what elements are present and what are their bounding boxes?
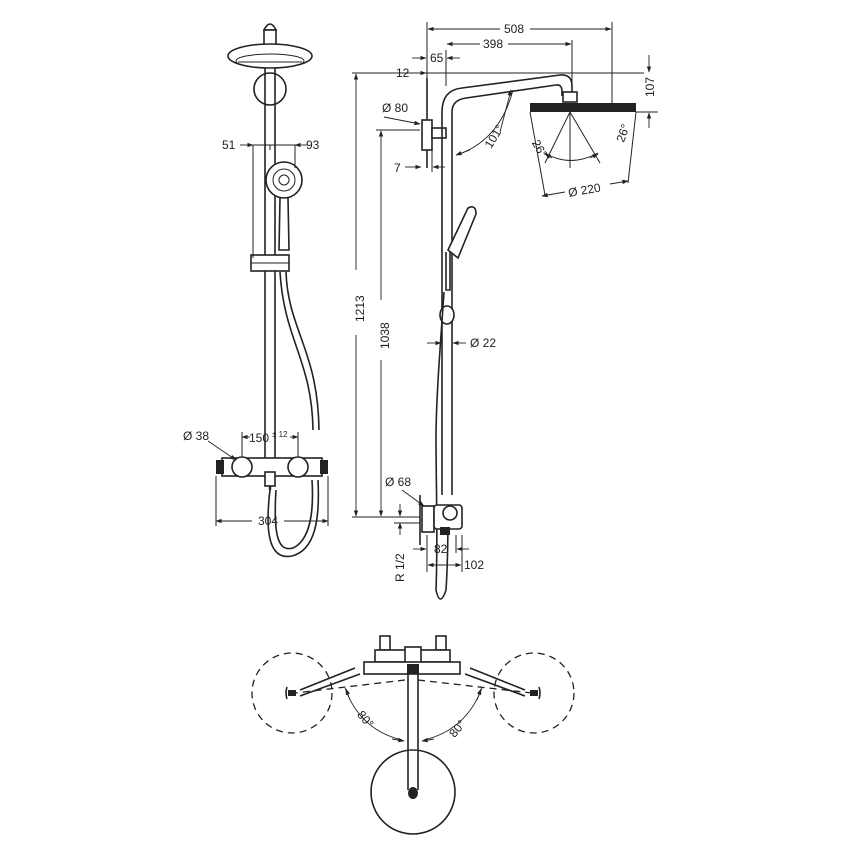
upper-bracket-arm xyxy=(431,127,447,139)
thermostat-outlet xyxy=(264,471,276,487)
dim-label-65: 65 xyxy=(430,51,444,65)
dim-label-rosette-diameter: Ø 68 xyxy=(385,475,411,489)
plan-outlet-block xyxy=(407,664,419,674)
dim-label-82: 82 xyxy=(434,542,448,556)
ext-line-220-right xyxy=(627,111,637,184)
dim-label-107: 107 xyxy=(643,77,657,97)
riser-cap xyxy=(262,23,278,31)
thermostat-outlet-side xyxy=(440,527,450,535)
tilt-arrow-left xyxy=(544,153,553,159)
thermostat-handle-right xyxy=(287,456,309,478)
thermostat-rosette-side xyxy=(421,505,435,533)
shower-arm-inner xyxy=(451,84,563,113)
angle-label-arm: 101° xyxy=(482,122,507,151)
thermostat-left-cap xyxy=(216,460,224,474)
angle-label-tilt-right: 26° xyxy=(613,122,632,144)
plan-head-left-joint xyxy=(288,690,296,696)
dim-label-398: 398 xyxy=(483,37,503,51)
plan-arrow-right-bottom xyxy=(421,737,435,743)
hand-shower-spray-face xyxy=(272,168,296,192)
dim-label-508: 508 xyxy=(504,22,524,36)
dim-arrow-220-left xyxy=(541,191,566,198)
thermostat-handle-left xyxy=(231,456,253,478)
dim-label-thread: R 1/2 xyxy=(393,553,407,582)
dim-label-head-diameter: Ø 220 xyxy=(567,180,602,200)
plan-head-center-hub xyxy=(408,787,418,799)
angle-label-tilt-left: 26° xyxy=(529,137,550,160)
dim-label-handle-diameter: Ø 38 xyxy=(183,429,209,443)
leader-handle-diameter xyxy=(207,440,237,461)
plan-arrow-left-top xyxy=(345,688,351,701)
leader-rosette-diameter xyxy=(401,489,425,507)
dim-label-102: 102 xyxy=(464,558,484,572)
dim-label-150-tolerance: ± 12 xyxy=(272,430,288,439)
side-view: 26° 26° Ø 220 101° 508 398 65 12 1 xyxy=(352,22,658,600)
plan-head-left-dashed xyxy=(251,652,333,734)
plan-thermostat-stub-left xyxy=(379,635,391,651)
dim-label-93: 93 xyxy=(306,138,320,152)
thermostat-handle-side xyxy=(442,505,458,521)
plan-thermostat-stub-right xyxy=(435,635,447,651)
plan-view: 80° 80° xyxy=(251,635,575,835)
dim-label-51: 51 xyxy=(222,138,236,152)
ext-line-220-left xyxy=(529,111,546,196)
dim-label-wall-gap: 7 xyxy=(394,161,401,175)
plan-swing-arc-left xyxy=(344,687,403,741)
shower-arm-outer xyxy=(441,74,573,113)
hand-shower-handle xyxy=(278,197,290,251)
shower-hose-front-a xyxy=(285,271,320,431)
hand-shower-holder xyxy=(445,252,451,291)
plan-head-right-dashed xyxy=(493,652,575,734)
shower-hose-front-b xyxy=(279,271,314,431)
plan-head-right-hub xyxy=(538,686,541,700)
dim-label-304: 304 xyxy=(258,514,278,528)
dim-arrow-220-right xyxy=(609,179,629,185)
shower-head-nozzle-face xyxy=(235,53,305,69)
upper-wall-bracket xyxy=(421,119,433,151)
tilt-arrow-right xyxy=(589,153,599,159)
shower-hose-side xyxy=(435,291,449,600)
dim-label-12: 12 xyxy=(396,66,410,80)
hand-shower-center xyxy=(278,174,290,186)
plan-left-arm-dashed xyxy=(294,679,406,694)
dim-label-pipe-diameter: Ø 22 xyxy=(470,336,496,350)
shower-hose-loop-b xyxy=(274,479,314,550)
leader-flange-diameter xyxy=(383,116,421,126)
hand-shower-head-front xyxy=(265,161,303,199)
head-swivel-joint xyxy=(562,91,578,103)
hand-shower-side xyxy=(447,206,477,260)
dim-label-1038: 1038 xyxy=(378,322,392,349)
dim-label-1213: 1213 xyxy=(353,295,367,322)
plan-head-right-joint xyxy=(530,690,538,696)
thermostat-right-cap xyxy=(320,460,328,474)
plan-head-left-hub xyxy=(285,686,288,700)
tilt-arc xyxy=(544,152,599,161)
overhead-shower-head-side xyxy=(530,103,636,112)
dim-label-150: 150 xyxy=(249,431,269,445)
plan-arrow-left-bottom xyxy=(391,737,405,743)
plan-arrow-right-top xyxy=(476,688,482,701)
angle-label-swing-right: 80° xyxy=(446,717,469,740)
plan-head-center xyxy=(370,749,456,835)
arm-angle-arrow-top xyxy=(499,89,512,133)
plan-left-arm-outer xyxy=(299,667,361,697)
shower-hose-loop-a xyxy=(267,479,320,558)
arm-angle-arrow-bottom xyxy=(455,149,471,156)
riser-wall-holder xyxy=(253,72,287,106)
dim-label-flange-diameter: Ø 80 xyxy=(382,101,408,115)
front-view: 51 93 Ø 38 150 ± 12 304 xyxy=(183,23,329,558)
